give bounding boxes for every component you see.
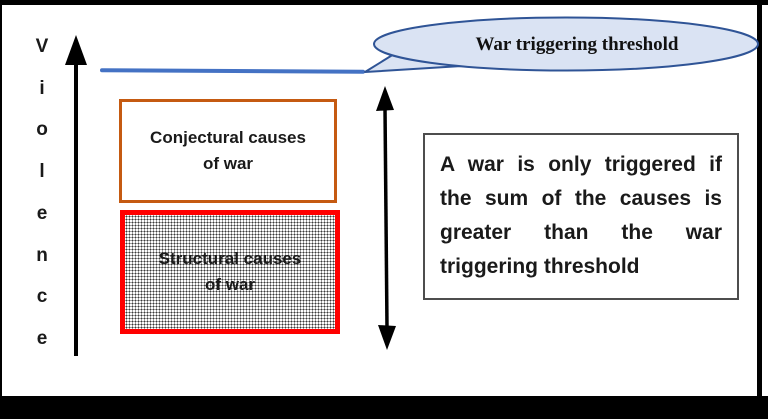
double-arrow-shaft bbox=[383, 107, 389, 329]
conjectural-line-2: of war bbox=[202, 154, 254, 173]
axis-letter: c bbox=[36, 286, 48, 308]
axis-letter: l bbox=[39, 161, 45, 183]
structural-causes-label: Structural causes of war bbox=[159, 246, 302, 298]
note-line-1: A war is only triggered if bbox=[440, 153, 722, 176]
top-letterbox-bar bbox=[0, 0, 768, 5]
axis-arrow-head bbox=[65, 35, 87, 65]
axis-letter: n bbox=[36, 244, 48, 266]
threshold-range-double-arrow-icon bbox=[376, 86, 396, 350]
explanation-note-box: A war is only triggered if the sum of th… bbox=[423, 133, 739, 300]
violence-axis-label: V i o l e n c e bbox=[30, 36, 54, 350]
callout-label: War triggering threshold bbox=[475, 33, 679, 55]
axis-letter: i bbox=[39, 77, 45, 99]
structural-line-1: Structural causes bbox=[158, 249, 302, 268]
double-arrow-head-bottom bbox=[378, 325, 396, 350]
axis-letter: e bbox=[36, 202, 48, 224]
note-line-4: triggering threshold bbox=[440, 255, 640, 278]
axis-letter: o bbox=[36, 119, 48, 141]
axis-letter: V bbox=[35, 36, 49, 57]
callout-ellipse bbox=[373, 16, 759, 72]
note-line-2: the sum of the causes is bbox=[440, 187, 722, 210]
bottom-letterbox-bar bbox=[0, 396, 768, 419]
callout-bubble-shape bbox=[364, 16, 759, 73]
axis-letter: e bbox=[36, 327, 48, 349]
conjectural-causes-box: Conjectural causes of war bbox=[119, 99, 337, 203]
note-line-3: greater than the war bbox=[440, 221, 722, 244]
threshold-callout-bubble: War triggering threshold bbox=[356, 14, 760, 76]
violence-axis-arrow-icon bbox=[65, 35, 87, 356]
double-arrow-head-top bbox=[376, 86, 394, 111]
structural-line-2: of war bbox=[204, 275, 256, 294]
conjectural-line-1: Conjectural causes bbox=[150, 128, 306, 147]
conjectural-causes-label: Conjectural causes of war bbox=[150, 125, 306, 177]
structural-causes-box: Structural causes of war bbox=[120, 210, 340, 334]
